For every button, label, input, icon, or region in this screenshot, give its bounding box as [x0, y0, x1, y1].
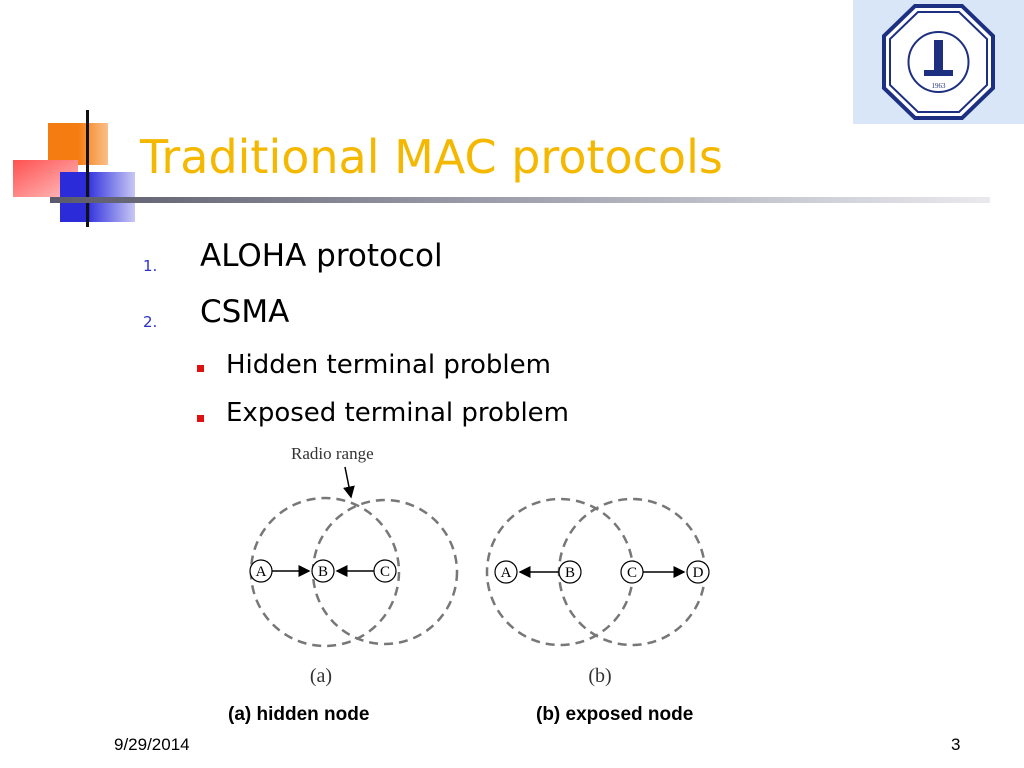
- radio-range-label: Radio range: [291, 444, 374, 463]
- slide-title: Traditional MAC protocols: [140, 130, 723, 184]
- list-number-2: 2.: [143, 313, 158, 331]
- caption-exposed-node: (b) exposed node: [536, 704, 694, 725]
- corner-decoration: [0, 0, 140, 230]
- page-number: 3: [951, 735, 961, 754]
- title-underline: [50, 197, 990, 203]
- node-label: A: [256, 564, 267, 580]
- bullet-icon: [197, 415, 204, 422]
- node-label: C: [627, 565, 637, 581]
- footer-date: 9/29/2014: [114, 735, 190, 754]
- node-label: C: [380, 564, 390, 580]
- list-item-csma: CSMA: [200, 294, 290, 330]
- subitem-exposed-terminal: Exposed terminal problem: [226, 398, 569, 428]
- node-a: [494, 560, 518, 584]
- caption-hidden-node: (a) hidden node: [228, 704, 370, 725]
- figure-label-b: (b): [588, 665, 611, 687]
- radio-range-diagram: Radio range A B C (a) A B C D (b): [249, 444, 710, 687]
- node-label: B: [565, 565, 575, 581]
- node-label: B: [318, 564, 328, 580]
- node-label: A: [501, 565, 512, 581]
- list-number-1: 1.: [143, 257, 158, 275]
- node-b: [311, 559, 335, 583]
- bullet-icon: [197, 365, 204, 372]
- subitem-hidden-terminal: Hidden terminal problem: [226, 350, 551, 380]
- list-item-aloha: ALOHA protocol: [200, 238, 443, 274]
- figure-label-a: (a): [310, 665, 332, 687]
- node-d: [686, 560, 710, 584]
- node-label: D: [693, 565, 704, 581]
- university-logo: 1963: [853, 0, 1024, 124]
- logo-year: 1963: [932, 82, 947, 90]
